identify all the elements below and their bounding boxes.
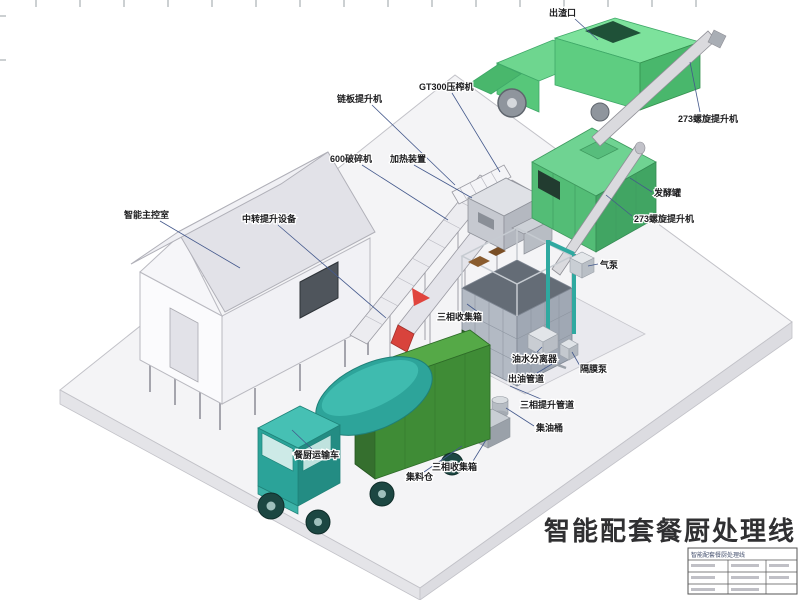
- label-three-phase-lift-pipe: 三相提升管道: [509, 385, 575, 411]
- svg-text:隔膜泵: 隔膜泵: [580, 363, 608, 374]
- label-collecting-bin: 集料仓: [404, 445, 463, 483]
- red-arrow: [412, 288, 430, 306]
- motor-brown-1: [468, 256, 490, 267]
- label-chain-plate-elevator: 链板提升机: [336, 92, 456, 186]
- label-gt300-press: GT300压榨机: [418, 80, 501, 173]
- label-oil-collecting-barrel: 集油桶: [505, 407, 564, 434]
- title-block-fields: [691, 564, 789, 591]
- label-air-pump: 气泵: [587, 258, 620, 271]
- label-kitchen-waste-truck: 餐厨运输车: [291, 429, 340, 461]
- building-door: [169, 307, 199, 383]
- label-smart-control-room: 智能主控室: [123, 208, 241, 269]
- diaphragm-pump: [559, 338, 579, 361]
- title-block-drawing-name: 智能配套餐厨处理线: [691, 551, 745, 559]
- svg-text:三相收集箱: 三相收集箱: [437, 311, 482, 322]
- label-fermentation-tank: 发酵罐: [629, 177, 682, 199]
- slag-opening: [585, 21, 641, 43]
- building-gable: [139, 233, 224, 318]
- waste-truck: [257, 329, 491, 535]
- screw-conveyor-upper: [591, 29, 727, 147]
- svg-text:三相提升管道: 三相提升管道: [520, 399, 574, 410]
- svg-text:三相收集箱: 三相收集箱: [432, 461, 477, 472]
- truck-box: [354, 329, 491, 480]
- label-transfer-elevator: 中转提升设备: [241, 212, 387, 319]
- heating-cylinder: [451, 164, 512, 205]
- svg-text:GT300压榨机: GT300压榨机: [419, 81, 474, 92]
- truck-tank: [315, 356, 433, 436]
- label-three-phase-box-upper: 三相收集箱: [436, 303, 483, 323]
- truck-wheels: [257, 452, 464, 535]
- machine-wheel-rear: [590, 102, 610, 122]
- control-room-building: [130, 151, 376, 430]
- oil-outlet-pipe: [536, 351, 567, 370]
- screw-conveyor-lower: [551, 141, 646, 276]
- ruler-ticks: [0, 0, 697, 61]
- air-pump: [569, 251, 595, 279]
- svg-text:600破碎机: 600破碎机: [330, 153, 372, 164]
- svg-text:发酵罐: 发酵罐: [653, 187, 681, 198]
- press-slot: [478, 212, 494, 230]
- svg-text:集料仓: 集料仓: [405, 471, 434, 482]
- building-window: [299, 261, 339, 319]
- label-diaphragm-pump: 隔膜泵: [571, 351, 609, 375]
- svg-text:智能主控室: 智能主控室: [124, 209, 169, 220]
- label-crusher-600: 600破碎机: [329, 152, 449, 221]
- svg-text:出油管道: 出油管道: [508, 373, 544, 384]
- hopper-chute: [523, 219, 553, 255]
- svg-text:出渣口: 出渣口: [549, 7, 576, 18]
- svg-text:油水分离器: 油水分离器: [512, 353, 558, 364]
- tank-hatch: [579, 139, 619, 160]
- svg-text:中转提升设备: 中转提升设备: [242, 213, 297, 224]
- motor-brown-2: [488, 247, 506, 256]
- svg-text:集油桶: 集油桶: [535, 422, 563, 433]
- label-slag-outlet: 出渣口: [548, 6, 599, 41]
- svg-text:加热装置: 加热装置: [389, 153, 426, 164]
- title-block: 智能配套餐厨处理线: [687, 547, 798, 595]
- screw-motor: [707, 29, 727, 49]
- label-screw-elevator-upper: 273螺旋提升机: [677, 61, 739, 125]
- svg-text:273螺旋提升机: 273螺旋提升机: [678, 113, 738, 124]
- drawing-title: 智能配套餐厨处理线: [544, 516, 796, 546]
- label-three-phase-box-lower: 三相收集箱: [431, 439, 487, 473]
- label-heating-device: 加热装置: [388, 152, 473, 199]
- roof-slope-left: [130, 151, 329, 265]
- svg-text:气泵: 气泵: [599, 259, 619, 270]
- windshield: [261, 432, 294, 472]
- building-stilts: [149, 328, 369, 430]
- svg-text:273螺旋提升机: 273螺旋提升机: [634, 213, 694, 224]
- callout-labels: 出渣口 链板提升机 GT300压榨机 273螺旋提升机 600破碎机 加热装置 …: [123, 6, 740, 484]
- svg-text:餐厨运输车: 餐厨运输车: [293, 449, 339, 460]
- svg-text:链板提升机: 链板提升机: [337, 93, 382, 104]
- label-screw-elevator-lower: 273螺旋提升机: [605, 194, 695, 225]
- label-oil-outlet-pipe: 出油管道: [507, 363, 553, 385]
- tank-grille: [538, 170, 560, 200]
- label-oil-water-separator: 油水分离器: [511, 346, 559, 365]
